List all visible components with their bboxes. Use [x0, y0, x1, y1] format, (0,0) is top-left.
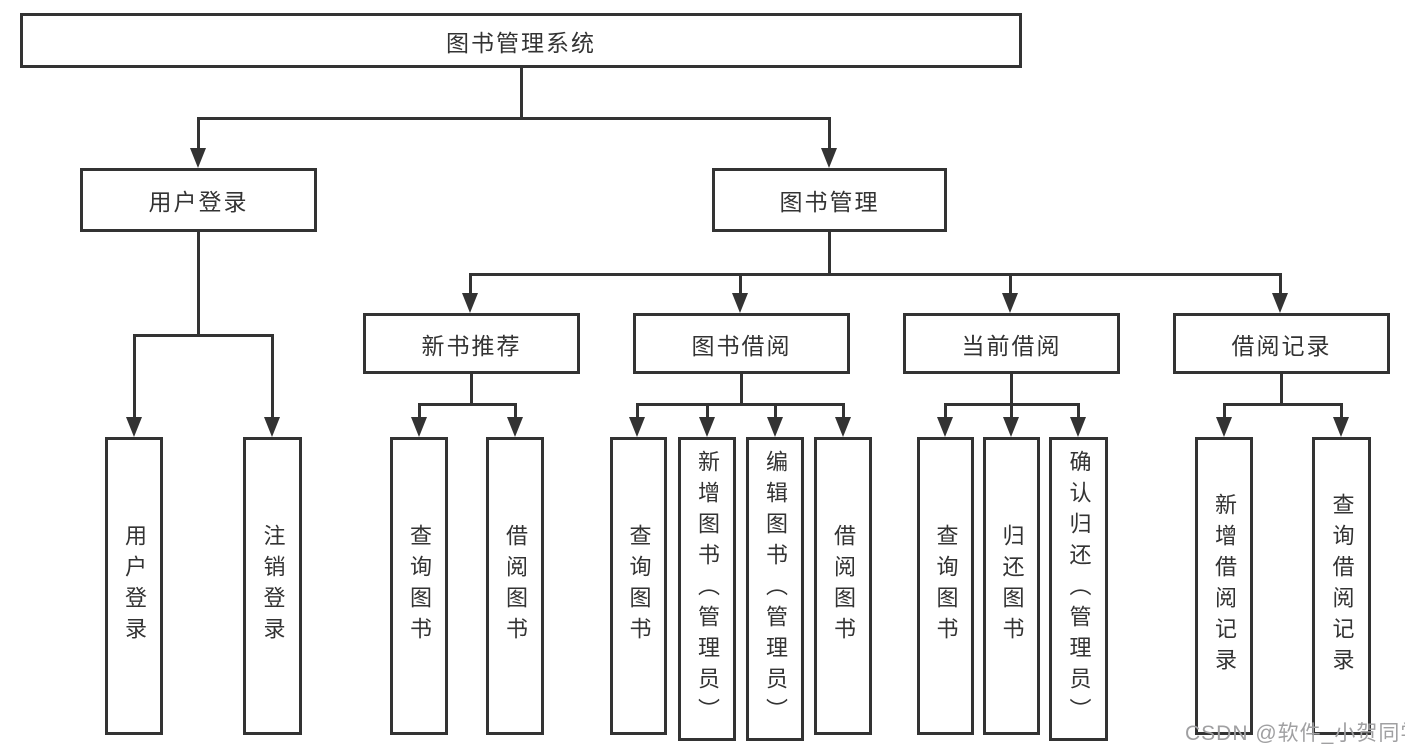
node-borrow-record: 借阅记录 — [1173, 313, 1390, 374]
connector-borrow-leaf4-drop — [842, 403, 845, 419]
leaf-record-query: 查询借阅记录 — [1312, 437, 1371, 735]
leaf-borrow-borrow: 借阅图书 — [814, 437, 872, 735]
connector-record-leaf1-drop — [1223, 403, 1226, 419]
connector-newbook-leaf2-drop — [514, 403, 517, 419]
connector-level3-rail — [469, 273, 1282, 276]
arrowhead-current-leaf1 — [937, 417, 953, 437]
connector-record-rail — [1223, 403, 1343, 406]
leaf-label: 归还图书 — [999, 524, 1025, 648]
connector-record-drop — [1279, 273, 1282, 295]
connector-current-leaf1-drop — [944, 403, 947, 419]
leaf-label: 查询图书 — [933, 524, 959, 648]
arrowhead-borrow-leaf3 — [767, 417, 783, 437]
leaf-label: 查询图书 — [626, 524, 652, 648]
connector-login-leaf2-drop — [271, 334, 274, 419]
leaf-user-login: 用户登录 — [105, 437, 163, 735]
connector-borrow-leaf3-drop — [774, 403, 777, 419]
leaf-label: 新增图书（管理员） — [695, 449, 720, 729]
arrowhead-record — [1272, 293, 1288, 313]
leaf-label: 注销登录 — [260, 524, 286, 648]
node-new-book-recommend: 新书推荐 — [363, 313, 580, 374]
connector-newbook-leaf1-drop — [418, 403, 421, 419]
arrowhead-current-leaf2 — [1003, 417, 1019, 437]
connector-record-stem — [1280, 374, 1283, 405]
connector-current-leaf2-drop — [1010, 403, 1013, 419]
connector-mgmt-stem — [828, 232, 831, 275]
leaf-borrow-edit-admin: 编辑图书（管理员） — [746, 437, 804, 741]
arrowhead-current-leaf3 — [1070, 417, 1086, 437]
arrowhead-newbook-leaf1 — [411, 417, 427, 437]
leaf-label: 确认归还（管理员） — [1066, 449, 1092, 729]
connector-root-stem — [520, 68, 523, 120]
connector-login-stem — [197, 232, 200, 336]
arrowhead-mgmt — [821, 148, 837, 168]
connector-mgmt-drop — [828, 117, 831, 150]
leaf-label: 查询图书 — [407, 524, 432, 648]
connector-login-rail — [133, 334, 273, 337]
arrowhead-borrow-leaf4 — [835, 417, 851, 437]
connector-borrow-leaf1-drop — [636, 403, 639, 419]
watermark: CSDN @软件_小贺同学 — [1185, 722, 1405, 745]
leaf-borrow-add-admin: 新增图书（管理员） — [678, 437, 736, 741]
arrowhead-current — [1002, 293, 1018, 313]
arrowhead-borrow-leaf1 — [629, 417, 645, 437]
connector-current-leaf3-drop — [1077, 403, 1080, 419]
arrowhead-record-leaf2 — [1333, 417, 1349, 437]
leaf-label: 查询借阅记录 — [1329, 493, 1355, 679]
leaf-label: 用户登录 — [122, 524, 147, 648]
connector-current-drop — [1009, 273, 1012, 295]
connector-newbook-drop — [469, 273, 472, 295]
leaf-label: 借阅图书 — [503, 524, 528, 648]
connector-level2-rail — [197, 117, 831, 120]
connector-current-stem — [1010, 374, 1013, 405]
leaf-newbook-borrow: 借阅图书 — [486, 437, 544, 735]
connector-borrow-stem — [740, 374, 743, 405]
leaf-current-query: 查询图书 — [917, 437, 974, 735]
node-book-management: 图书管理 — [712, 168, 947, 232]
leaf-label: 借阅图书 — [831, 524, 856, 648]
arrowhead-login-leaf2 — [264, 417, 280, 437]
connector-borrow-leaf2-drop — [706, 403, 709, 419]
leaf-logout: 注销登录 — [243, 437, 302, 735]
leaf-borrow-query: 查询图书 — [610, 437, 667, 735]
arrowhead-borrow — [732, 293, 748, 313]
arrowhead-newbook-leaf2 — [507, 417, 523, 437]
arrowhead-borrow-leaf2 — [699, 417, 715, 437]
leaf-current-confirm-admin: 确认归还（管理员） — [1049, 437, 1108, 741]
leaf-record-add: 新增借阅记录 — [1195, 437, 1253, 735]
leaf-newbook-query: 查询图书 — [390, 437, 448, 735]
arrowhead-newbook — [462, 293, 478, 313]
connector-newbook-stem — [470, 374, 473, 405]
connector-login-drop — [197, 117, 200, 150]
connector-record-leaf2-drop — [1340, 403, 1343, 419]
node-current-borrow: 当前借阅 — [903, 313, 1120, 374]
arrowhead-login — [190, 148, 206, 168]
connector-login-leaf1-drop — [133, 334, 136, 419]
connector-borrow-drop — [739, 273, 742, 295]
arrowhead-login-leaf1 — [126, 417, 142, 437]
leaf-label: 编辑图书（管理员） — [763, 449, 788, 729]
node-user-login: 用户登录 — [80, 168, 317, 232]
leaf-current-return: 归还图书 — [983, 437, 1040, 735]
connector-newbook-rail — [418, 403, 517, 406]
connector-borrow-rail — [636, 403, 844, 406]
node-system-root: 图书管理系统 — [20, 13, 1022, 68]
arrowhead-record-leaf1 — [1216, 417, 1232, 437]
node-book-borrow: 图书借阅 — [633, 313, 850, 374]
leaf-label: 新增借阅记录 — [1212, 493, 1237, 679]
